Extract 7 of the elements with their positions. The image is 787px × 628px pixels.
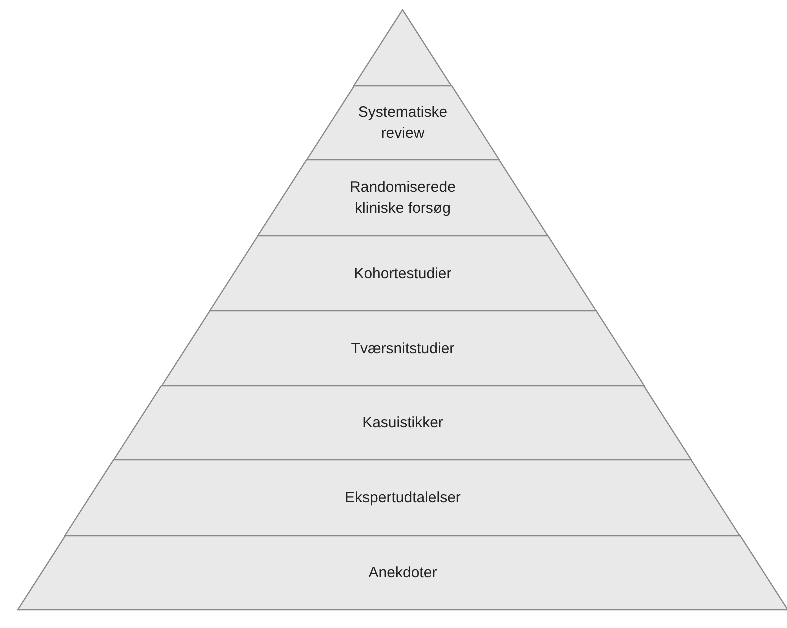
tier-label: Tværsnitstudier xyxy=(351,339,455,359)
tier-label: Kohortestudier xyxy=(354,264,452,284)
tier-label: Ekspertudtalelser xyxy=(345,488,461,508)
tier-label: Anekdoter xyxy=(368,564,438,584)
tier-label: Kasuistikker xyxy=(362,414,444,434)
tier-label: Randomiserede kliniske forsøg xyxy=(349,178,457,219)
tier-label: Systematiske review xyxy=(357,103,449,144)
